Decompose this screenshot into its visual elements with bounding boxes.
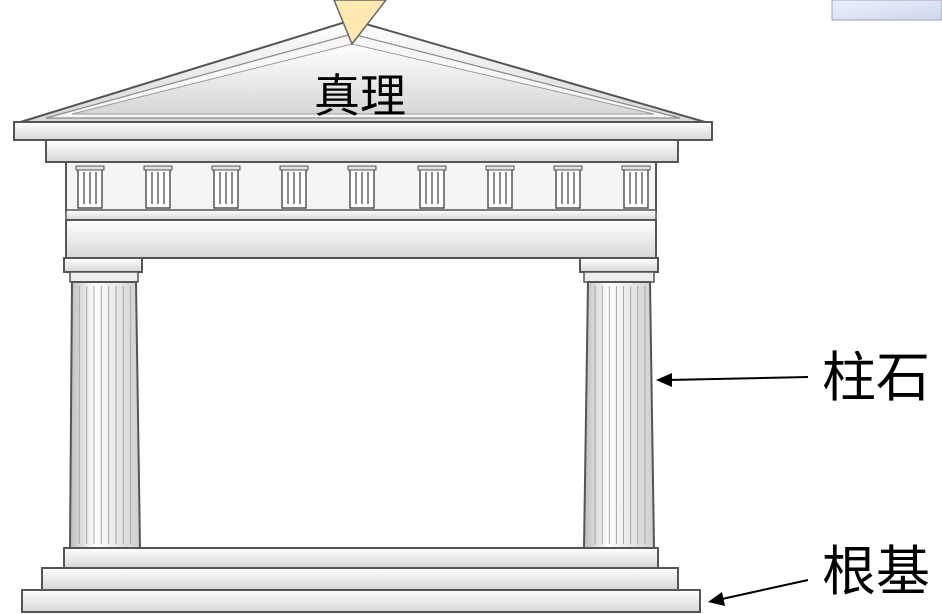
architrave xyxy=(45,139,679,163)
foundation-label: 根基 xyxy=(822,540,930,603)
right-column xyxy=(579,257,659,549)
triglyph xyxy=(211,165,241,209)
triglyph xyxy=(417,165,447,209)
triglyph xyxy=(485,165,515,209)
pointer-triangle xyxy=(333,0,387,46)
corner-tab xyxy=(831,0,942,21)
left-column xyxy=(63,257,143,549)
pediment-label: 真理 xyxy=(314,69,406,123)
entablature-band xyxy=(65,219,657,259)
foundation-arrow xyxy=(708,579,809,606)
pillar-label: 柱石 xyxy=(822,346,930,409)
triglyph xyxy=(143,165,173,209)
triglyph xyxy=(279,165,309,209)
frieze xyxy=(65,161,657,221)
pediment xyxy=(13,18,713,141)
triglyph xyxy=(621,165,651,209)
triglyph xyxy=(347,165,377,209)
triglyph xyxy=(553,165,583,209)
pillar-arrow xyxy=(656,373,809,387)
foundation-steps xyxy=(21,547,701,613)
triglyph xyxy=(75,165,105,209)
